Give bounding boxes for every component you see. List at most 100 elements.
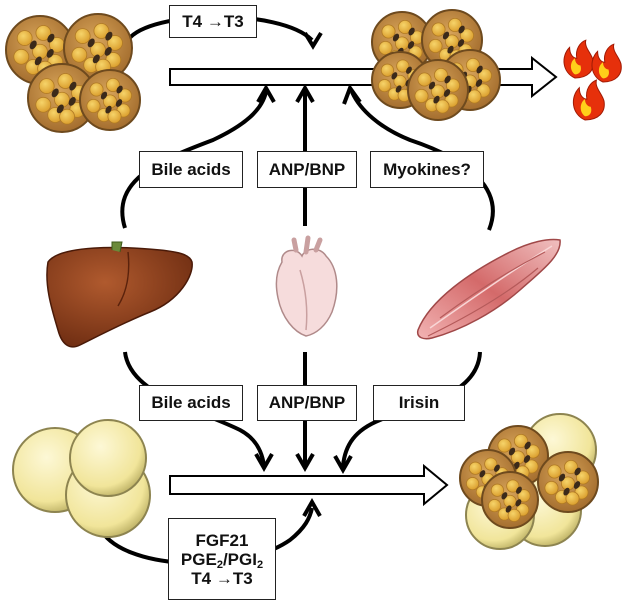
anp-bnp-top-label: ANP/BNP	[257, 151, 357, 188]
lipid-droplet	[71, 46, 88, 63]
nucleus	[442, 31, 450, 40]
nucleus	[475, 79, 483, 87]
bile-acids-bottom-label: Bile acids	[139, 385, 243, 421]
nucleus	[87, 38, 95, 48]
anp-bnp-bottom-text: ANP/BNP	[268, 393, 346, 412]
nucleus	[100, 91, 108, 100]
nucleus	[433, 95, 440, 104]
pge-pgi-text: PGE2/PGI2	[180, 549, 264, 571]
nucleus	[115, 99, 123, 107]
lipid-droplet	[547, 464, 562, 479]
t4-t3-top-text: T4 →T3	[182, 11, 244, 31]
liver-heart-factors-label: FGF21 PGE2/PGI2 T4 →T3	[168, 518, 276, 600]
white-adipose-cluster	[12, 419, 151, 538]
pgi-sub-text: 2	[256, 558, 264, 571]
nucleus	[558, 473, 566, 482]
lipid-droplet	[490, 483, 504, 497]
nucleus	[573, 481, 581, 489]
lipid-droplet	[466, 477, 480, 491]
lipid-droplet	[447, 17, 462, 32]
nucleus	[479, 470, 486, 478]
nucleus	[458, 25, 465, 34]
flame-icon	[563, 39, 594, 79]
bile-acids-top-label: Bile acids	[139, 151, 243, 188]
nucleus	[444, 75, 451, 84]
t4-t3-bottom-text: T4 →T3	[191, 568, 253, 588]
brown-activation-arrow	[169, 55, 558, 99]
nucleus	[51, 88, 59, 98]
lipid-droplet	[576, 470, 591, 485]
skeletal-muscle	[416, 238, 561, 340]
nucleus	[105, 31, 113, 41]
brown-adipocyte	[537, 451, 599, 513]
lipid-droplet	[13, 48, 30, 65]
lipid-droplet	[381, 24, 396, 39]
brown-adipocyte	[5, 15, 75, 85]
lipid-droplet	[477, 68, 492, 83]
lipid-droplet	[564, 459, 579, 474]
nucleus	[47, 33, 55, 43]
lipid-droplet	[380, 63, 394, 77]
lipid-droplet	[517, 489, 531, 503]
nucleus	[428, 81, 436, 90]
lipid-droplet	[74, 28, 91, 44]
nucleus	[508, 447, 516, 456]
nucleus	[523, 455, 531, 463]
lipid-droplet	[488, 499, 502, 513]
lipid-droplet	[378, 41, 393, 56]
pge-sub-text: 2	[216, 558, 223, 571]
pge-main-text: PGE	[180, 549, 217, 569]
nucleus	[69, 81, 77, 91]
lipid-droplet	[465, 58, 480, 73]
anp-bnp-top-text: ANP/BNP	[268, 159, 346, 179]
nucleus	[563, 487, 570, 496]
nucleus	[391, 72, 398, 80]
heart	[275, 235, 338, 337]
lipid-droplet	[57, 73, 74, 89]
lipid-droplet	[484, 457, 498, 471]
anp-bnp-bottom-label: ANP/BNP	[257, 385, 357, 421]
lipid-droplet	[89, 82, 104, 97]
browning-arrow	[169, 463, 449, 507]
lipid-droplet	[16, 30, 33, 46]
brown-adipocyte	[63, 13, 133, 83]
irisin-label: Irisin	[373, 385, 465, 421]
nucleus	[407, 41, 415, 49]
lipid-droplet	[396, 59, 410, 73]
nucleus	[447, 45, 454, 54]
lipid-droplet	[397, 19, 412, 34]
bile-acids-top-text: Bile acids	[151, 159, 231, 179]
lipid-droplet	[507, 508, 521, 522]
lipid-droplet	[106, 78, 121, 93]
nucleus	[408, 27, 415, 36]
lipid-droplet	[118, 88, 133, 103]
pgi-main-text: /PGI	[222, 549, 257, 569]
myokines-label: Myokines?	[370, 151, 484, 188]
myokines-text: Myokines?	[383, 159, 471, 179]
nucleus	[494, 464, 500, 472]
liver	[46, 241, 193, 348]
brown-adipocyte	[27, 63, 97, 133]
brown-adipose-cluster	[5, 13, 141, 133]
lipid-droplet	[433, 68, 448, 83]
lipid-droplet	[459, 28, 474, 43]
fgf21-text: FGF21	[195, 530, 249, 550]
brown-adipocyte	[79, 69, 141, 131]
bile-acids-bottom-text: Bile acids	[151, 393, 231, 412]
nucleus	[56, 104, 64, 114]
lipid-droplet	[35, 25, 52, 41]
lipid-droplet	[468, 461, 482, 475]
lipid-droplet	[414, 89, 429, 104]
flame-icon	[572, 79, 605, 121]
lipid-droplet	[565, 491, 580, 506]
lipid-droplet	[497, 438, 512, 453]
lipid-droplet	[417, 72, 432, 87]
nucleus	[46, 49, 54, 58]
lipid-droplet	[506, 479, 520, 493]
lipid-droplet	[544, 480, 559, 495]
t4-t3-top-label: T4 →T3	[169, 5, 257, 38]
nucleus	[406, 66, 412, 74]
nucleus	[392, 33, 400, 42]
